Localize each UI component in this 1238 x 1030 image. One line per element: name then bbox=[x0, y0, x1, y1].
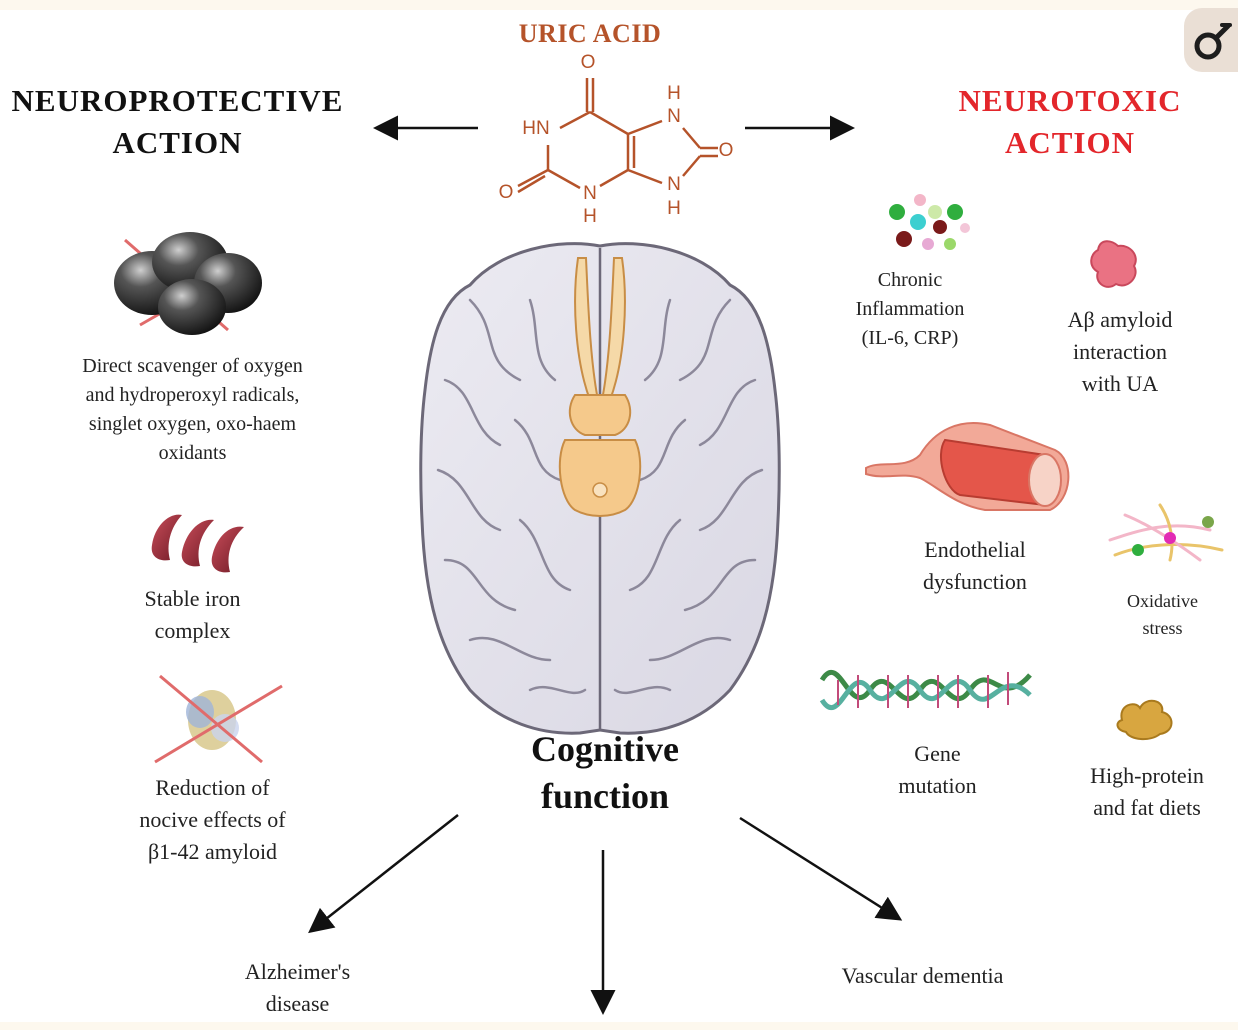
uric-acid-title: URIC ACID bbox=[518, 19, 662, 48]
alzheimers-line2: disease bbox=[265, 990, 330, 1016]
cognitive-line2: function bbox=[540, 775, 670, 816]
amyloid-protein-icon bbox=[1090, 240, 1137, 288]
atom-h-right-bottom: H bbox=[667, 198, 681, 219]
diet-label: High-protein and fat diets bbox=[1062, 760, 1232, 824]
iron-complex-line1: Stable iron bbox=[144, 586, 241, 611]
cognitive-line1: Cognitive bbox=[531, 729, 679, 769]
key-loop-icon bbox=[1194, 23, 1232, 60]
atom-n-right-bottom: N bbox=[667, 174, 681, 195]
gene-mutation-line2: mutation bbox=[898, 772, 977, 798]
atom-n-bottom: N bbox=[583, 183, 597, 204]
blood-vessel-icon bbox=[865, 422, 1070, 511]
oxidative-stress-line1: Oxidative bbox=[1127, 591, 1198, 611]
cognitive-function-label: Cognitive function bbox=[495, 726, 715, 820]
crossed-molecule-spheres-icon bbox=[114, 232, 262, 335]
oxidative-fibers-icon bbox=[1108, 503, 1224, 562]
gene-mutation-label: Gene mutation bbox=[870, 738, 1005, 802]
iron-complex-label: Stable iron complex bbox=[100, 583, 285, 647]
diet-line1: High-protein bbox=[1090, 763, 1204, 788]
scavenger-line2: and hydroperoxyl radicals, bbox=[85, 384, 300, 406]
oxidative-stress-label: Oxidative stress bbox=[1100, 588, 1225, 642]
neurotoxic-title-line2: ACTION bbox=[1004, 124, 1135, 160]
abeta-interaction-label: Aβ amyloid interaction with UA bbox=[1040, 304, 1200, 400]
abeta-interaction-line2: interaction bbox=[1072, 338, 1168, 364]
endothelial-line1: Endothelial bbox=[924, 537, 1026, 562]
red-blood-cells-icon bbox=[151, 514, 244, 573]
atom-hn-left: HN bbox=[522, 118, 550, 139]
neurotoxic-title-line1: NEUROTOXIC bbox=[958, 83, 1182, 118]
scavenger-line1: Direct scavenger of oxygen bbox=[82, 355, 303, 377]
floating-tool-button[interactable] bbox=[1184, 8, 1238, 72]
arrows bbox=[308, 115, 903, 1015]
amyloid-reduction-line1: Reduction of bbox=[155, 775, 270, 800]
amyloid-reduction-line3: β1-42 amyloid bbox=[147, 838, 278, 864]
endothelial-line2: dysfunction bbox=[923, 568, 1027, 594]
vascular-dementia-label: Vascular dementia bbox=[841, 963, 1004, 988]
atom-o-right: O bbox=[718, 140, 734, 161]
bottom-margin bbox=[0, 1022, 1238, 1030]
uric-acid-molecule bbox=[517, 78, 718, 194]
atom-o-left: O bbox=[498, 182, 514, 203]
atom-h-right-top: H bbox=[667, 83, 681, 104]
abeta-interaction-line1: Aβ amyloid bbox=[1067, 307, 1173, 332]
diet-line2: and fat diets bbox=[1093, 794, 1201, 820]
neuroprotective-title: NEUROPROTECTIVE ACTION bbox=[0, 80, 355, 164]
inflammation-line2: Inflammation bbox=[855, 298, 965, 320]
amyloid-reduction-label: Reduction of nocive effects of β1-42 amy… bbox=[95, 772, 330, 868]
alzheimers-label: Alzheimer's disease bbox=[200, 956, 395, 1020]
dna-helix-icon bbox=[819, 669, 1032, 711]
arrow-to-vascular-dementia bbox=[739, 816, 903, 921]
inflammation-line1: Chronic bbox=[877, 269, 943, 291]
neurotoxic-title: NEUROTOXIC ACTION bbox=[920, 80, 1220, 164]
brain-icon bbox=[419, 242, 781, 735]
iron-complex-line2: complex bbox=[154, 617, 231, 643]
oxidative-stress-line2: stress bbox=[1142, 618, 1183, 638]
food-icon bbox=[1116, 699, 1173, 740]
top-margin bbox=[0, 0, 1238, 10]
alzheimers-line1: Alzheimer's bbox=[244, 959, 351, 984]
arrow-to-alzheimers bbox=[308, 814, 459, 934]
endothelial-label: Endothelial dysfunction bbox=[895, 534, 1055, 598]
crossed-amyloid-icon bbox=[154, 674, 283, 764]
scavenger-line4: oxidants bbox=[158, 442, 227, 464]
abeta-interaction-line3: with UA bbox=[1081, 370, 1159, 396]
inflammation-line3: (IL-6, CRP) bbox=[861, 327, 959, 349]
atom-h-bottom: H bbox=[583, 206, 597, 227]
inflammation-particles-icon bbox=[889, 194, 970, 250]
neuroprotective-title-line1: NEUROPROTECTIVE bbox=[11, 83, 344, 118]
inflammation-label: Chronic Inflammation (IL-6, CRP) bbox=[830, 266, 990, 353]
neuroprotective-title-line2: ACTION bbox=[112, 124, 243, 160]
gene-mutation-line1: Gene bbox=[914, 741, 961, 766]
scavenger-line3: singlet oxygen, oxo-haem bbox=[88, 413, 297, 435]
atom-n-right-top: N bbox=[667, 106, 681, 127]
amyloid-reduction-line2: nocive effects of bbox=[139, 806, 286, 832]
atom-o-top: O bbox=[580, 52, 596, 73]
scavenger-label: Direct scavenger of oxygen and hydropero… bbox=[40, 352, 345, 468]
